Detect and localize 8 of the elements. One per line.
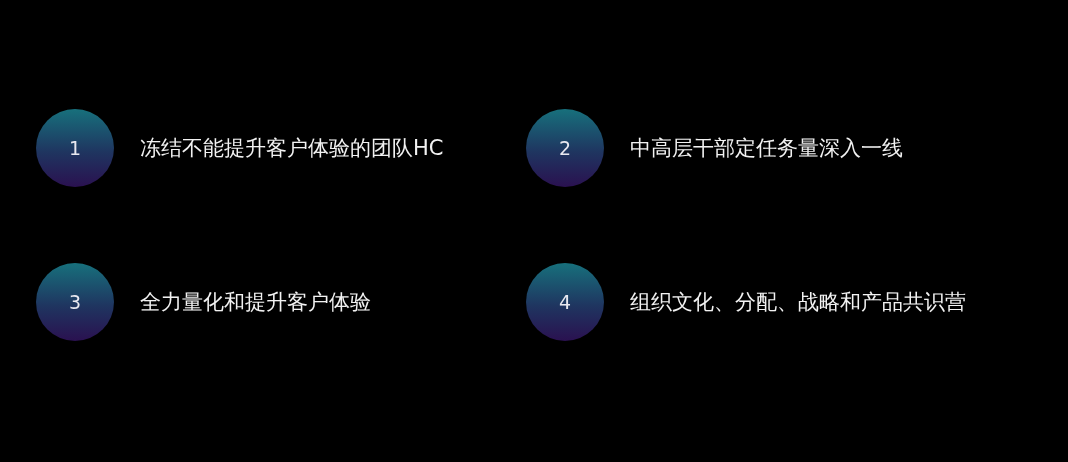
number-circle: 1 [36,109,114,187]
number-circle: 4 [526,263,604,341]
item-text: 组织文化、分配、战略和产品共识营 [630,289,966,316]
number-circle: 3 [36,263,114,341]
item-text: 冻结不能提升客户体验的团队HC [140,135,444,162]
item-text: 中高层干部定任务量深入一线 [630,135,903,162]
number-circle: 2 [526,109,604,187]
item-text: 全力量化和提升客户体验 [140,289,371,316]
